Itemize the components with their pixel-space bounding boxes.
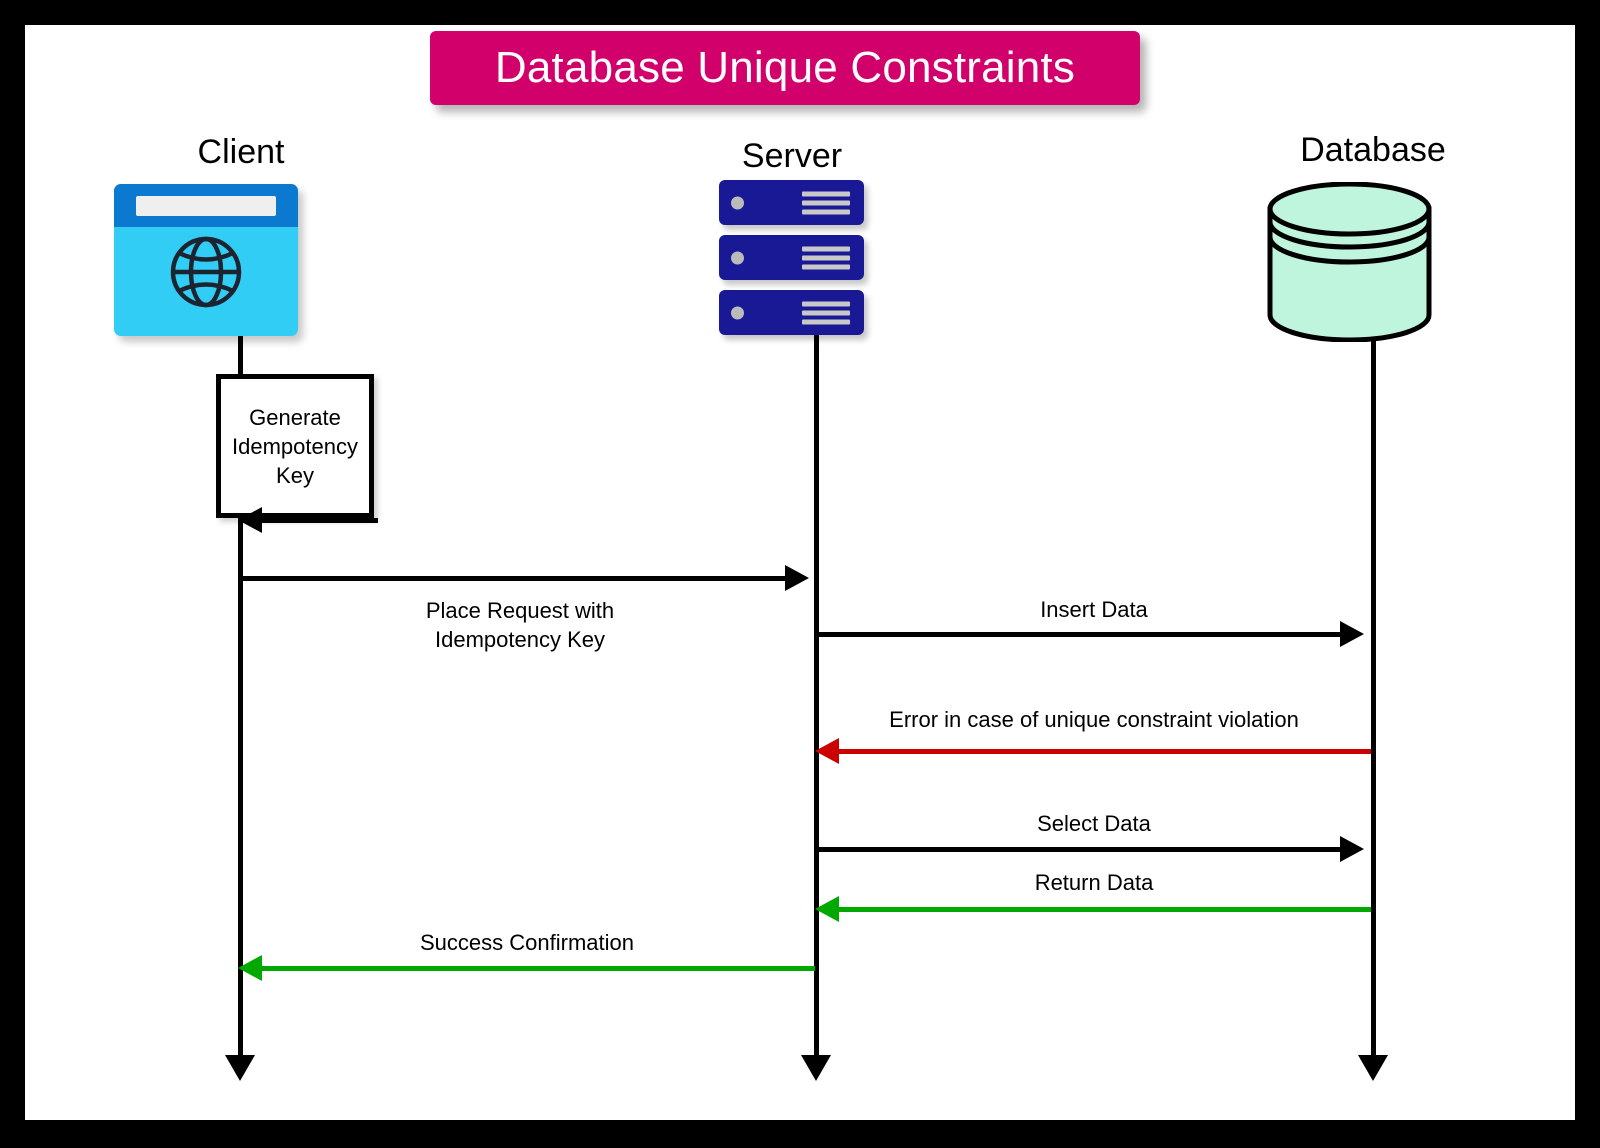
self-message-arrowhead — [238, 507, 262, 533]
message-label-select-data: Select Data — [1037, 811, 1151, 836]
lifeline-end-arrow-client — [225, 1055, 255, 1081]
message-arrowhead-unique-constraint-error — [815, 738, 839, 764]
lifeline-server — [814, 335, 819, 1059]
server-vents-icon — [802, 246, 850, 269]
lifeline-client — [238, 336, 243, 1059]
error-highlight-text: Error in case of unique constraint viola… — [889, 707, 1299, 732]
message-arrowhead-success-confirmation — [238, 955, 262, 981]
database-cylinder-icon — [1266, 181, 1433, 343]
page-title: Database Unique Constraints — [494, 43, 1076, 92]
message-label-insert-data: Insert Data — [1040, 597, 1148, 622]
message-arrowhead-select-data — [1340, 836, 1364, 862]
message-line-insert-data — [817, 632, 1347, 637]
participant-label-server: Server — [741, 137, 843, 175]
diagram-title-banner: Database Unique Constraints — [430, 31, 1140, 105]
message-line-return-data — [839, 907, 1371, 912]
lifeline-end-arrow-database — [1358, 1055, 1388, 1081]
server-led-icon — [731, 196, 744, 209]
server-rack-unit — [719, 235, 864, 280]
message-line-place-request — [238, 576, 793, 581]
globe-icon — [170, 236, 242, 308]
server-vents-icon — [802, 301, 850, 324]
participant-label-client: Client — [197, 133, 285, 171]
server-rack-unit — [719, 290, 864, 335]
browser-window-globe-icon — [114, 184, 298, 336]
server-rack-unit — [719, 180, 864, 225]
self-message-label: Generate Idempotency Key — [232, 404, 358, 488]
message-arrowhead-insert-data — [1340, 621, 1364, 647]
server-led-icon — [731, 251, 744, 264]
message-arrowhead-return-data — [815, 896, 839, 922]
message-label-success-confirmation: Success Confirmation — [420, 930, 634, 955]
message-label-return-data: Return Data — [1034, 870, 1154, 895]
self-message-box-generate-idempotency-key: Generate Idempotency Key — [216, 374, 374, 518]
participant-label-database: Database — [1300, 131, 1446, 169]
message-arrowhead-place-request — [785, 565, 809, 591]
message-line-success-confirmation — [262, 966, 815, 971]
lifeline-database — [1371, 341, 1376, 1059]
server-rack-icon — [719, 180, 864, 335]
message-line-unique-constraint-error — [839, 749, 1371, 754]
diagram-canvas: Database Unique Constraints Client Serve… — [25, 25, 1575, 1120]
server-led-icon — [731, 306, 744, 319]
message-label-place-request: Place Request with Idempotency Key — [425, 598, 615, 652]
message-label-unique-constraint-error: Error in case of unique constraint viola… — [817, 707, 1371, 733]
lifeline-end-arrow-server — [801, 1055, 831, 1081]
server-vents-icon — [802, 191, 850, 214]
message-line-select-data — [817, 847, 1347, 852]
self-message-return-line — [238, 518, 378, 523]
browser-urlbar — [136, 196, 276, 216]
